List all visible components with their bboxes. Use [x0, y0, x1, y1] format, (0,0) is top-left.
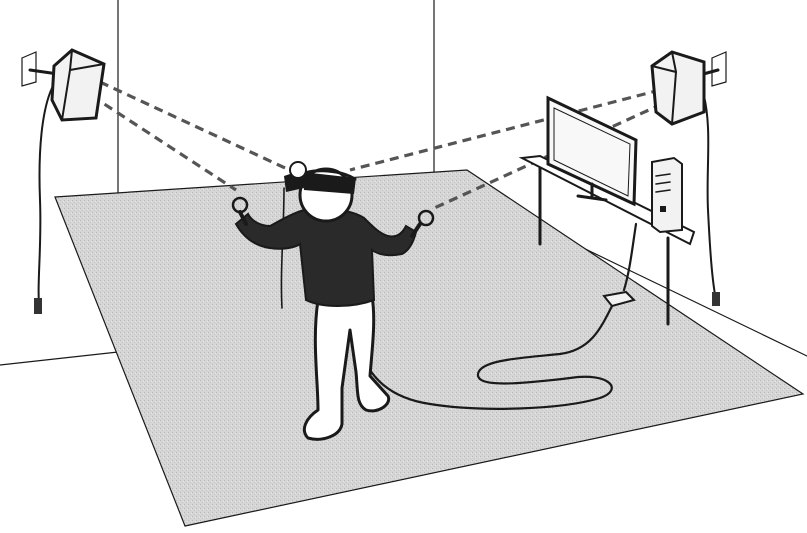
- monitor-icon: [548, 98, 636, 204]
- vr-headset-icon: [284, 162, 356, 194]
- power-plug-right: [712, 292, 720, 306]
- pc-tower-icon: [652, 158, 682, 232]
- power-cable-left: [39, 88, 52, 312]
- power-plug-left: [34, 298, 42, 314]
- beam-left-to-headset: [100, 82, 298, 174]
- power-cable-right: [704, 96, 716, 300]
- base-station-icon: [52, 50, 104, 120]
- base-station-icon: [652, 52, 704, 124]
- wall-floor-edge-left: [0, 352, 118, 365]
- beam-left-to-controller: [92, 96, 236, 190]
